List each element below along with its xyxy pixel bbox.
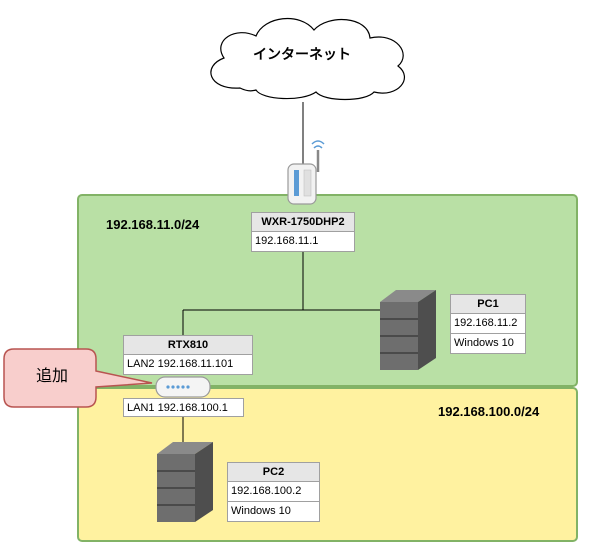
wxr-name: WXR-1750DHP2	[252, 213, 354, 232]
rtx-name: RTX810	[124, 336, 252, 355]
network-label-lower: 192.168.100.0/24	[438, 404, 540, 419]
added-callout	[3, 348, 153, 408]
pc2-info-card: PC2 192.168.100.2 Windows 10	[227, 462, 320, 522]
wireless-router-icon	[287, 140, 325, 205]
wxr-info-card: WXR-1750DHP2 192.168.11.1	[251, 212, 355, 252]
internet-label: インターネット	[253, 46, 351, 62]
pc1-os: Windows 10	[451, 333, 525, 353]
pc1-ip: 192.168.11.2	[454, 317, 518, 329]
rtx-lan2: LAN2 192.168.11.101	[127, 358, 234, 370]
rtx-lan1: LAN1 192.168.100.1	[123, 398, 244, 417]
pc2-ip: 192.168.100.2	[231, 485, 302, 497]
pc1-info-card: PC1 192.168.11.2 Windows 10	[450, 294, 526, 354]
pc2-name: PC2	[228, 463, 319, 482]
wxr-ip: 192.168.11.1	[255, 235, 319, 247]
router-icon	[155, 376, 211, 398]
network-label-upper: 192.168.11.0/24	[106, 217, 200, 232]
pc1-name: PC1	[451, 295, 525, 314]
internet-cloud-icon	[210, 17, 405, 101]
rtx-info-card: RTX810 LAN2 192.168.11.101	[123, 335, 253, 375]
pc1-server-icon	[380, 290, 436, 370]
pc2-server-icon	[157, 442, 213, 522]
added-callout-label: 追加	[35, 368, 68, 385]
pc2-os: Windows 10	[228, 501, 319, 521]
